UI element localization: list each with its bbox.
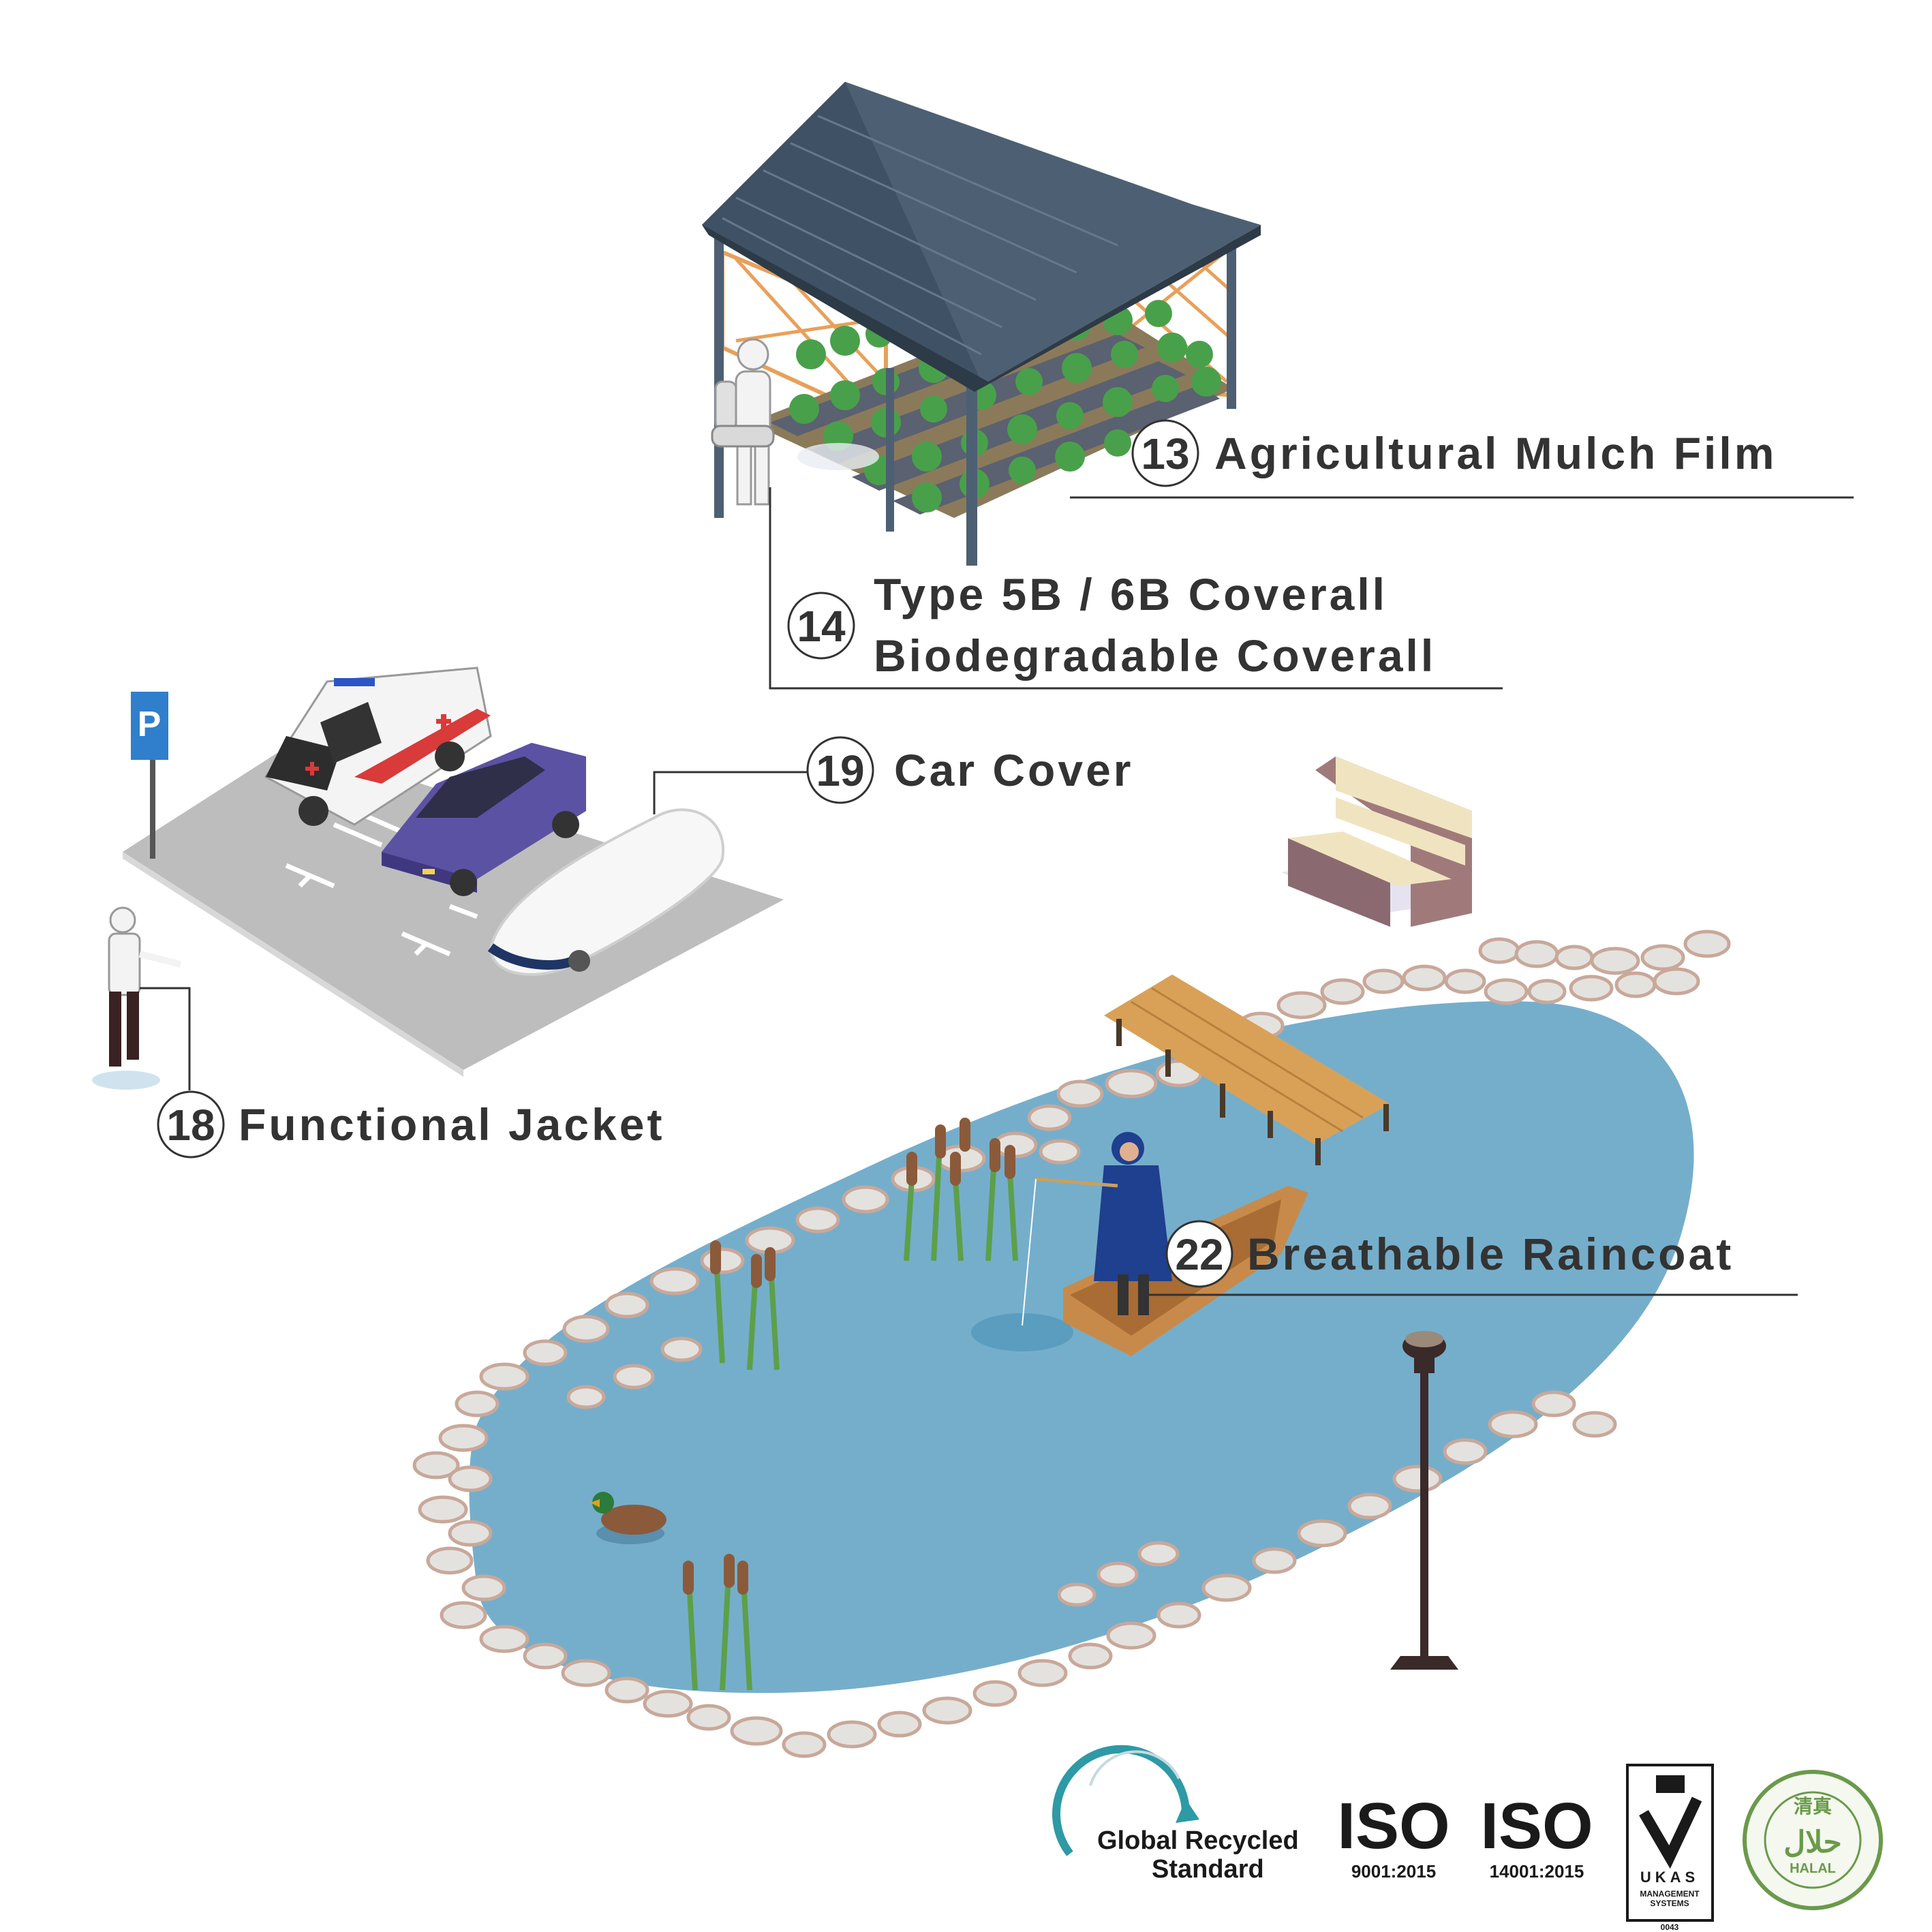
callout-18-badge xyxy=(157,1090,225,1159)
grs-logo: Global Recycled Standard xyxy=(1052,1745,1299,1884)
callout-18-label: Functional Jacket xyxy=(239,1099,665,1150)
halal-logo: 清真 حلال HALAL xyxy=(1743,1770,1883,1910)
duck-icon xyxy=(590,1492,666,1544)
callout-18-number: 18 xyxy=(166,1101,215,1150)
callout-14-number: 14 xyxy=(797,602,846,651)
callout-19-leader xyxy=(653,771,808,814)
roof-ribs xyxy=(722,114,1118,356)
callout-14-leader xyxy=(769,487,1503,690)
callout-13: 13 Agricultural Mulch Film xyxy=(1070,419,1854,499)
ukas-line2: SYSTEMS xyxy=(1650,1899,1689,1908)
certifications: Global Recycled Standard ISO 9001:2015 I… xyxy=(1052,1745,1883,1932)
car-cover-vehicle xyxy=(487,808,725,976)
parking-lot: P xyxy=(92,666,784,1090)
callout-19-number: 19 xyxy=(816,746,864,795)
iso-14001-logo: ISO 14001:2015 xyxy=(1480,1790,1593,1882)
iso-9001-title: ISO xyxy=(1337,1790,1450,1862)
callout-19: 19 Car Cover xyxy=(653,736,1133,814)
halal-chinese: 清真 xyxy=(1794,1796,1832,1817)
callout-14-badge xyxy=(787,592,855,660)
callout-22: 22 Breathable Raincoat xyxy=(1145,1220,1798,1296)
callout-19-badge xyxy=(806,736,874,804)
greenhouse xyxy=(702,82,1261,566)
ukas-tick-icon xyxy=(1639,1796,1702,1869)
raincoat-fisherman xyxy=(1022,1132,1172,1326)
callout-22-number: 22 xyxy=(1175,1230,1223,1279)
svg-text:P: P xyxy=(138,705,162,744)
purple-car xyxy=(382,743,586,896)
pond-stones xyxy=(412,930,1731,1758)
ukas-logo: UKAS MANAGEMENT SYSTEMS 0043 xyxy=(1626,1764,1714,1932)
iso-9001-code: 9001:2015 xyxy=(1351,1861,1436,1882)
ukas-number: 0043 xyxy=(1661,1922,1679,1932)
reeds xyxy=(683,1118,1018,1691)
bench-icon xyxy=(1281,756,1472,927)
callout-18-leader xyxy=(140,987,191,1090)
iso-14001-code: 14001:2015 xyxy=(1490,1861,1584,1882)
iso-9001-logo: ISO 9001:2015 xyxy=(1337,1790,1450,1882)
halal-arabic: حلال xyxy=(1783,1826,1841,1859)
jacket-person xyxy=(92,906,182,1090)
iso-14001-title: ISO xyxy=(1480,1790,1593,1862)
callout-13-label: Agricultural Mulch Film xyxy=(1214,428,1777,478)
callout-14-line2: Biodegradable Coverall xyxy=(874,630,1436,681)
pond xyxy=(412,930,1731,1758)
halal-word: HALAL xyxy=(1790,1861,1836,1876)
wooden-dock xyxy=(1104,975,1390,1165)
grs-line2: Standard xyxy=(1152,1855,1264,1884)
ukas-line1: MANAGEMENT xyxy=(1640,1889,1700,1899)
callout-14: 14 Type 5B / 6B Coverall Biodegradable C… xyxy=(769,487,1503,690)
pond-water xyxy=(469,1001,1694,1693)
callout-18: 18 Functional Jacket xyxy=(140,987,665,1159)
ambulance-icon xyxy=(264,666,492,826)
callout-13-badge xyxy=(1131,419,1199,487)
grs-line1: Global Recycled xyxy=(1097,1826,1299,1855)
callout-13-number: 13 xyxy=(1141,429,1189,478)
street-lamp-icon xyxy=(1390,1331,1458,1670)
callout-22-badge xyxy=(1165,1220,1233,1288)
callout-19-label: Car Cover xyxy=(894,745,1133,795)
coverall-worker xyxy=(711,338,879,506)
ukas-title: UKAS xyxy=(1640,1869,1699,1886)
parking-sign-icon: P xyxy=(131,692,168,859)
parking-surface-edge xyxy=(123,852,463,1077)
callout-22-label: Breathable Raincoat xyxy=(1247,1229,1734,1279)
callout-14-line1: Type 5B / 6B Coverall xyxy=(874,569,1387,619)
greenhouse-roof-front xyxy=(702,82,981,382)
